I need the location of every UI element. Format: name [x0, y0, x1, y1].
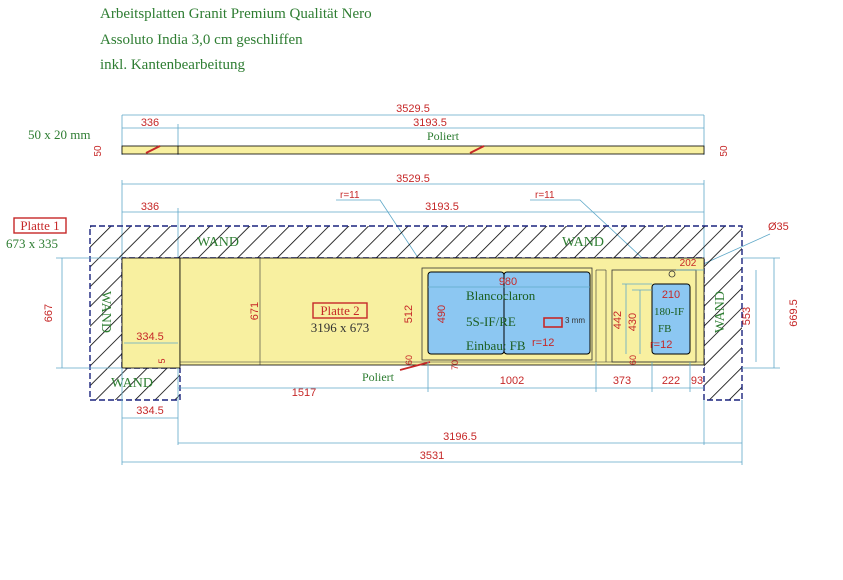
- small-sink-radius: r=12: [650, 339, 672, 351]
- small-sink-height-1: 442: [612, 311, 624, 329]
- top-total-length: 3529.5: [396, 173, 430, 185]
- sink-thickness: 3 mm: [565, 316, 585, 325]
- sink-radius: r=12: [532, 337, 554, 349]
- plate-1-name-box: [13, 217, 67, 234]
- plate-2-name-box: [312, 302, 368, 319]
- sink-gap-bottom: 70: [450, 360, 460, 370]
- strip-total-length: 3529.5: [396, 103, 430, 115]
- plate-labels: Platte 1 673 x 335 Platte 2 3196 x 673 W…: [6, 217, 728, 391]
- bottom-total-1: 3196.5: [443, 431, 477, 443]
- strip-right-length: 3193.5: [413, 117, 447, 129]
- height-right: 669.5: [788, 299, 800, 327]
- wall-label-top-left: WAND: [197, 235, 239, 250]
- front-finish-label: Poliert: [362, 370, 395, 384]
- bottom-total-2: 3531: [420, 450, 444, 462]
- strip-left-length: 336: [141, 117, 159, 129]
- edge-strip: 3529.5 336 3193.5 Poliert 50 x 20 mm 50 …: [28, 103, 730, 157]
- hole-diameter-label: Ø35: [768, 221, 789, 233]
- sink-inner-height: 490: [436, 305, 448, 323]
- sink-gap-left: 60: [404, 355, 414, 365]
- top-dimensions: 3529.5 336 3193.5 r=11 r=11 Ø35: [121, 173, 789, 283]
- strip-height-right: 50: [719, 145, 730, 157]
- sink-model: 5S-IF/RE: [466, 314, 516, 329]
- small-sink-model: 180-IF: [654, 306, 684, 318]
- small-sink-mount: FB: [658, 323, 671, 335]
- main-sink-basin-right: [503, 271, 591, 355]
- top-right-length: 3193.5: [425, 201, 459, 213]
- radius-label-left: r=11: [340, 190, 360, 201]
- sink-outer-height: 512: [403, 305, 415, 323]
- radius-label-right: r=11: [535, 190, 555, 201]
- bottom-left-width: 334.5: [136, 405, 164, 417]
- dim-202: 202: [680, 258, 697, 269]
- title-line-3: inkl. Kantenbearbeitung: [100, 57, 245, 73]
- strip-profile-label: 50 x 20 mm: [28, 127, 90, 142]
- strip-height-left: 50: [93, 145, 104, 157]
- top-left-length: 336: [141, 201, 159, 213]
- title-line-2: Assoluto India 3,0 cm geschliffen: [100, 32, 303, 48]
- countertop: [121, 257, 705, 369]
- plate-1-size: 673 x 335: [6, 236, 58, 251]
- dim-553: 553: [741, 307, 753, 325]
- tap-hole: [668, 270, 676, 278]
- bottom-dim-1517: 1517: [292, 387, 316, 399]
- edge-strip-bar: [121, 145, 705, 155]
- bottom-dim-1002: 1002: [500, 375, 524, 387]
- plate-1-name: Platte 1: [20, 218, 59, 233]
- wall-label-top-right: WAND: [562, 235, 604, 250]
- inner-dimensions: 667 669.5 553 671 512 490 60 70 980 210 …: [43, 257, 800, 370]
- dim-671: 671: [249, 302, 261, 320]
- height-left: 667: [43, 304, 55, 322]
- plate1-inner-width: 334.5: [136, 331, 164, 343]
- sink-mount: Einbau: FB: [466, 338, 526, 353]
- wall-label-left: WAND: [98, 291, 113, 333]
- small-sink-width: 210: [662, 289, 680, 301]
- title-line-1: Arbeitsplatten Granit Premium Qualität N…: [100, 6, 372, 22]
- plate-1-shape: [121, 257, 181, 369]
- bottom-dim-373: 373: [613, 375, 631, 387]
- dim-5: 5: [157, 358, 167, 363]
- wall-label-right: WAND: [713, 291, 728, 333]
- bottom-dim-222: 222: [662, 375, 680, 387]
- small-sink-height-2: 430: [627, 313, 639, 331]
- sink-brand: Blancoclaron: [466, 288, 536, 303]
- plate-2-size: 3196 x 673: [311, 320, 370, 335]
- strip-finish-label: Poliert: [427, 129, 460, 143]
- plate-2-name: Platte 2: [320, 303, 359, 318]
- small-sink-gap: 60: [628, 355, 638, 365]
- wall-label-bottom-left: WAND: [111, 376, 153, 391]
- sink-width: 980: [499, 276, 517, 288]
- bottom-dimensions: 1517 1002 373 222 93 334.5 3196.5 3531: [121, 362, 743, 465]
- bottom-dim-93: 93: [691, 375, 703, 387]
- sink-drain-marker: [543, 317, 563, 328]
- small-sink-basin: [651, 283, 691, 355]
